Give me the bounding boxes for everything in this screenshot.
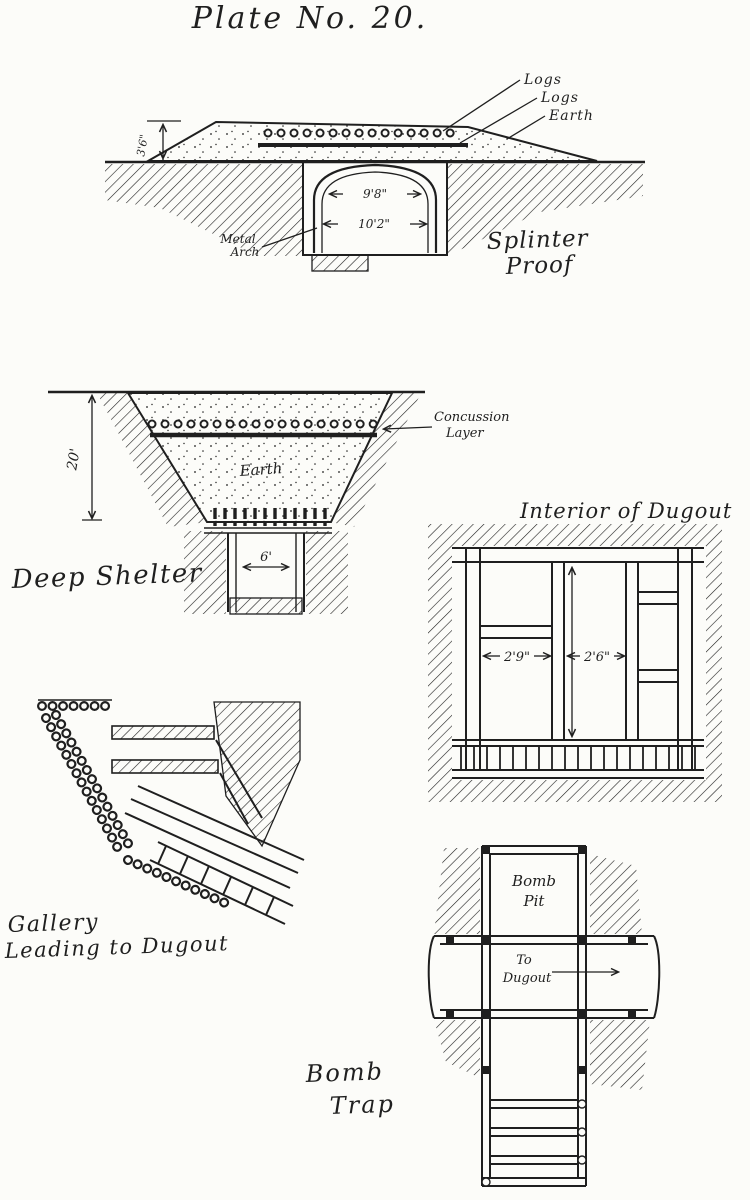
label-logs-2: Logs <box>540 90 579 106</box>
leader-lines <box>261 79 546 248</box>
earth-mound <box>144 120 598 162</box>
label-bomb-pit-1: Bomb <box>511 872 556 890</box>
floor-block <box>311 254 369 272</box>
caption-gallery-1: Gallery <box>7 910 99 938</box>
earth-hatch <box>434 848 650 1090</box>
label-logs-1: Logs <box>523 72 562 88</box>
caption-splinter: Splinter <box>486 225 590 255</box>
page-title: Plate No. 20. <box>191 1 429 36</box>
timber-frame <box>452 547 704 779</box>
label-earth: Earth <box>548 108 594 124</box>
dim-bay-left: 2'9" <box>484 650 550 665</box>
concussion-label: Concussion Layer <box>384 410 510 441</box>
deep-shelter-diagram: 6' 20' Earth Concussion Layer Deep Shelt… <box>10 390 510 615</box>
dim-bay-center-text: 2'6" <box>583 650 610 665</box>
dim-mound-height: 3'6" <box>134 120 181 158</box>
ground-hatch <box>97 393 421 614</box>
metal-arch-outer <box>312 163 438 253</box>
dim-bay-center: 2'6" <box>568 650 624 665</box>
label-metal: Metal <box>219 232 255 246</box>
label-to-dugout-2: Dugout <box>502 971 552 986</box>
earth-hatch-wedge <box>213 701 301 848</box>
label-bomb-pit-2: Pit <box>523 892 546 910</box>
shaft-frame <box>204 527 332 615</box>
dim-shaft-width: 6' <box>244 550 288 567</box>
post-heads <box>446 846 636 1074</box>
label-to-dugout-1: To <box>516 953 532 968</box>
dim-shaft-width-text: 6' <box>260 550 272 565</box>
ladder-rungs <box>482 1099 586 1187</box>
interior-title: Interior of Dugout <box>519 499 732 523</box>
dim-arch-width-text: 9'8" <box>363 187 387 201</box>
caption-bomb: Bomb <box>304 1057 384 1088</box>
incline-beams <box>124 739 305 889</box>
label-earth: Earth <box>238 459 283 480</box>
ground-hatch <box>105 164 643 256</box>
sandbag-rows <box>37 701 237 911</box>
caption-proof: Proof <box>504 252 576 280</box>
pit-outline <box>302 163 448 256</box>
label-concussion-1: Concussion <box>434 410 510 425</box>
dim-floor-width-text: 10'2" <box>358 217 390 231</box>
splinter-proof-diagram: 3'6" 9'8" 10'2" Logs Logs Earth Metal Ar… <box>105 72 645 280</box>
gallery-diagram: Gallery Leading to Dugout <box>3 699 305 963</box>
bomb-trap-diagram: Bomb Pit To Dugout Bomb Trap <box>304 845 661 1187</box>
dim-depth-text: 20' <box>64 447 84 472</box>
dim-depth: 20' <box>64 396 102 521</box>
label-concussion-2: Layer <box>445 426 484 441</box>
dim-bay-left-text: 2'9" <box>503 650 530 665</box>
log-layer <box>207 508 329 526</box>
metal-arch-inner <box>321 171 429 253</box>
gallery-ladder <box>149 841 294 925</box>
dim-floor-width: 10'2" <box>324 217 426 231</box>
interior-dugout-diagram: Interior of Dugout <box>428 499 732 802</box>
dim-mound-height-text: 3'6" <box>134 133 151 157</box>
label-arch: Arch <box>230 245 260 259</box>
frame-bars <box>111 725 219 774</box>
caption-trap: Trap <box>329 1090 395 1120</box>
dim-arch-width: 9'8" <box>330 187 420 201</box>
caption-deep-shelter: Deep Shelter <box>10 558 203 595</box>
peg-circles <box>481 1099 587 1187</box>
floor-planks <box>454 747 702 769</box>
